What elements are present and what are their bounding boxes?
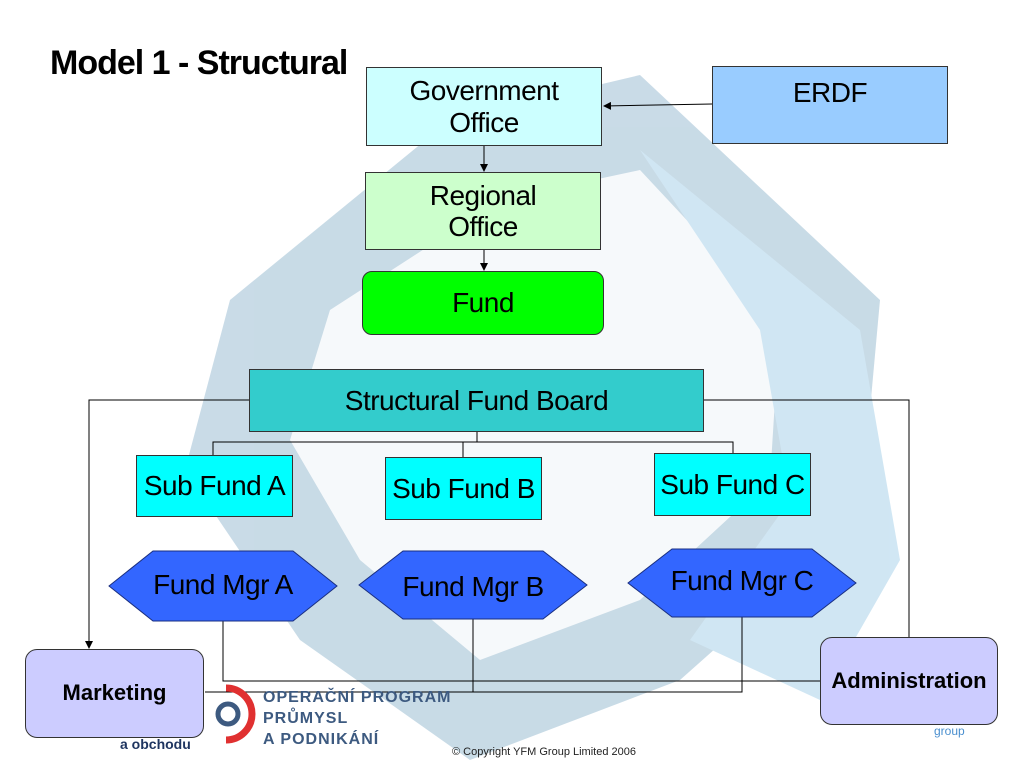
page-title: Model 1 - Structural xyxy=(50,44,348,82)
administration-node: Administration xyxy=(820,637,998,725)
edge-board-administration xyxy=(703,399,910,637)
edge-board-subfunds xyxy=(212,432,478,455)
fund-mgr-a-label: Fund Mgr A xyxy=(153,569,293,600)
sub-fund-a-node: Sub Fund A xyxy=(136,455,293,517)
edge-erdf-government xyxy=(603,101,713,110)
fund-mgr-b-label: Fund Mgr B xyxy=(402,571,544,602)
structural-fund-board-node: Structural Fund Board xyxy=(249,369,704,432)
erdf-node: ERDF xyxy=(712,66,948,144)
group-label: group xyxy=(934,724,965,738)
sub-fund-b-node: Sub Fund B xyxy=(385,457,542,520)
regional-office-node: Regional Office xyxy=(365,172,601,250)
program-title-line1: OPERAČNÍ PROGRAM xyxy=(263,689,452,706)
government-office-node: Government Office xyxy=(366,67,602,146)
fund-node: Fund xyxy=(362,271,604,335)
program-title-line3: A PODNIKÁNÍ xyxy=(263,731,380,748)
program-logo-mark xyxy=(215,684,256,744)
fund-mgr-c-label: Fund Mgr C xyxy=(670,565,814,596)
sub-fund-c-node: Sub Fund C xyxy=(654,453,811,516)
fund-mgr-b-shape xyxy=(358,550,588,620)
edge-mgr-a-bus xyxy=(222,620,820,682)
program-title-line2: PRŮMYSL xyxy=(263,710,349,727)
fund-mgr-a-shape xyxy=(108,550,338,622)
edge-board-marketing xyxy=(85,399,249,649)
edge-mgr-c-bus xyxy=(473,617,743,693)
fund-mgr-c-shape xyxy=(627,548,857,618)
marketing-node: Marketing xyxy=(25,649,204,738)
ministry-fragment: a obchodu xyxy=(120,736,191,752)
copyright-text: © Copyright YFM Group Limited 2006 xyxy=(452,746,636,758)
